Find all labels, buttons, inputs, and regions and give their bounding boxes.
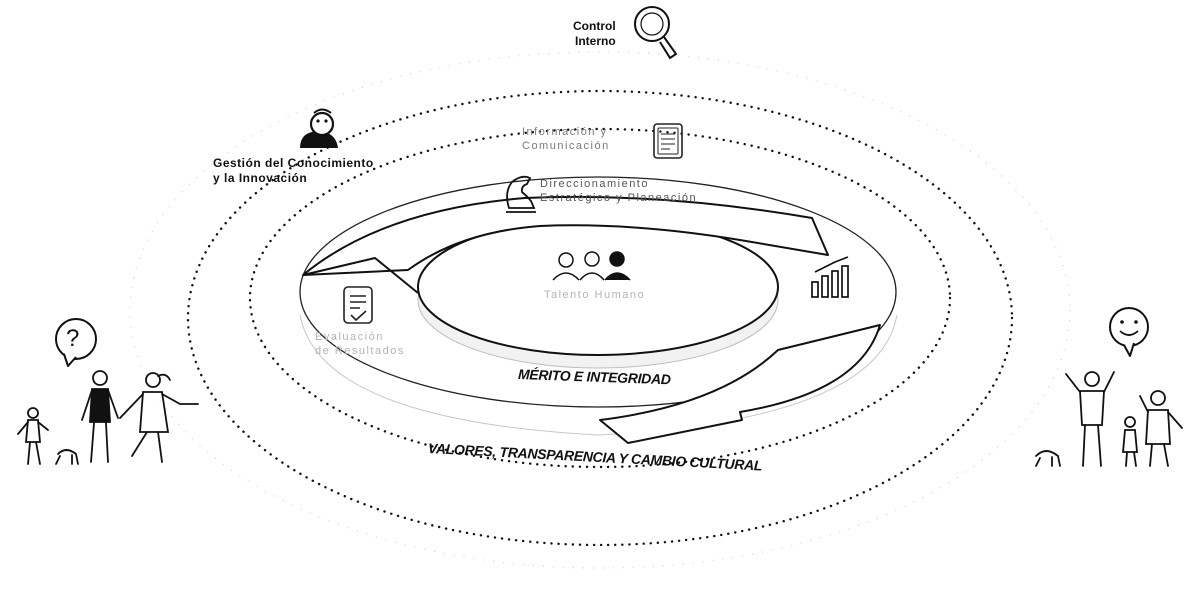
cycle-arrow-top — [302, 195, 829, 276]
control-interno-line2: Interno — [574, 34, 616, 48]
label-informacion-comunicacion: Información y Comunicación — [522, 126, 610, 154]
label-evaluacion-resultados: Evaluación de Resultados — [315, 331, 405, 359]
dir-line1: Direccionamiento — [540, 178, 649, 190]
dotted-ring-inner — [248, 127, 952, 469]
info-line1: Información y — [522, 126, 608, 138]
label-talento-humano: Talento Humano — [544, 289, 645, 303]
question-mark: ? — [66, 324, 79, 354]
people-group-icon — [552, 251, 631, 281]
left-family-illustration — [17, 370, 199, 465]
bar-chart-icon — [811, 256, 849, 298]
cycle-arrow-bottom — [599, 324, 881, 444]
chess-knight-icon — [506, 175, 536, 213]
eval-line1: Evaluación — [315, 331, 384, 343]
eval-line2: de Resultados — [315, 344, 405, 357]
right-family-illustration — [1035, 371, 1183, 467]
question-bubble-icon — [55, 318, 97, 367]
gestion-line2: y la Innovación — [213, 171, 308, 185]
dir-line2: Estratégico y Planeación — [540, 191, 698, 204]
label-control-interno: Control Interno — [573, 19, 616, 49]
info-line2: Comunicación — [522, 139, 610, 152]
document-icon — [653, 123, 683, 159]
solid-ring — [299, 176, 897, 408]
magnifier-icon — [634, 6, 678, 60]
person-head-icon — [300, 108, 338, 148]
cycle-arrow-peak — [302, 257, 419, 294]
label-gestion-conocimiento: Gestión del Conocimiento y la Innovación — [213, 156, 374, 186]
talento-text: Talento Humano — [544, 289, 646, 301]
ring-rim-shadow — [299, 314, 898, 436]
label-direccionamiento: Direccionamiento Estratégico y Planeació… — [540, 178, 697, 206]
control-interno-line1: Control — [573, 19, 616, 33]
gestion-line1: Gestión del Conocimiento — [213, 156, 374, 170]
outer-faint-ring — [129, 51, 1071, 569]
question-mark-text: ? — [66, 325, 80, 352]
dotted-ring-outer — [186, 89, 1014, 547]
smiley-bubble-icon — [1109, 307, 1149, 357]
checklist-icon — [343, 286, 373, 324]
